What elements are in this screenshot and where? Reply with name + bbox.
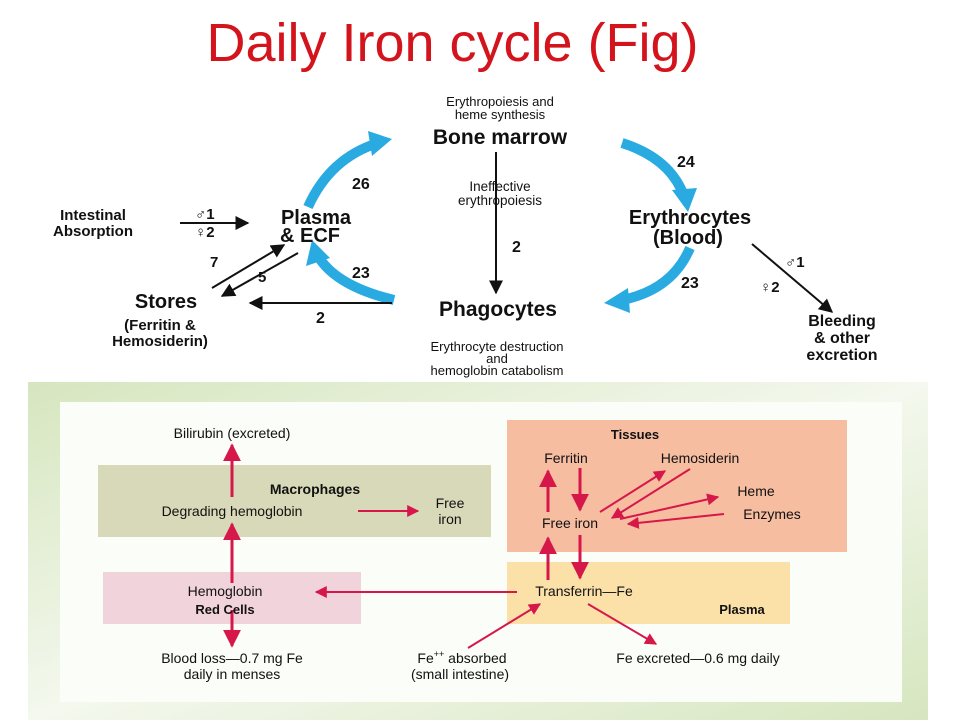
page-title: Daily Iron cycle (Fig): [206, 13, 699, 73]
excretion-label: excretion: [806, 347, 877, 364]
fe-absorbed-prefix: Fe: [417, 650, 434, 666]
arrow-enzymes-to-iron: [626, 513, 725, 529]
bleeding-female-value: ♀2: [760, 279, 780, 296]
destruction-note: Erythrocyte destruction: [431, 339, 564, 354]
fe-absorbed-word: absorbed: [444, 650, 506, 666]
bleeding-label: Bleeding: [808, 313, 876, 330]
tissues-box: [507, 420, 847, 552]
arrow-plasma-to-marrow: [303, 138, 380, 210]
tissue-free-iron-label: Free iron: [542, 515, 598, 531]
arrow-transferrin-to-excreted: [587, 603, 658, 645]
hemosiderin-label: Hemosiderin): [112, 333, 208, 350]
arrow-phagocytes-to-plasma: [313, 253, 396, 305]
absorption-label: Absorption: [53, 223, 133, 240]
red-cells-label: Red Cells: [195, 602, 254, 617]
small-intestine-label: (small intestine): [411, 666, 509, 682]
bone-marrow-label: Bone marrow: [433, 126, 568, 149]
arrow-head-plasma-to-marrow: [368, 131, 392, 156]
arrow-marrow-to-erythrocytes: [620, 138, 689, 198]
macrophage-iron-label: iron: [438, 511, 461, 527]
enzymes-label: Enzymes: [743, 506, 801, 522]
arrow-erythrocytes-to-bleeding: [751, 243, 834, 313]
arrow-plasma-to-stores: [220, 252, 299, 297]
catabolism-note: hemoglobin catabolism: [431, 363, 564, 378]
erythropoiesis-label: erythropoiesis: [458, 193, 542, 208]
flow-value-26: 26: [352, 176, 370, 193]
arrow-absorbed-to-transferrin: [467, 603, 542, 649]
bleeding-male-value: ♂1: [785, 254, 805, 271]
fe-absorbed-label: Fe++ absorbed: [417, 649, 506, 666]
arrow-head-marrow-to-erythrocytes: [672, 188, 697, 212]
arrow-head-erythrocytes-to-phagocytes: [604, 288, 630, 313]
flow-value-23-left: 23: [352, 265, 370, 282]
flow-value-5: 5: [258, 269, 266, 286]
flow-value-7: 7: [210, 254, 218, 271]
flow-value-24: 24: [677, 154, 695, 171]
ineffective-label: Ineffective: [469, 179, 530, 194]
flow-value-2-stores: 2: [316, 310, 325, 327]
macrophages-label: Macrophages: [270, 481, 360, 497]
flow-value-2-center: 2: [512, 239, 521, 256]
and-other-label: & other: [814, 330, 870, 347]
plasma-label: Plasma: [719, 602, 765, 617]
fe-absorbed-superscript: ++: [434, 649, 445, 659]
arrow-iron-to-hemosiderin: [599, 470, 667, 513]
arrow-stores-to-plasma: [211, 244, 286, 289]
plasma-box: [507, 562, 790, 624]
erythropoiesis-note: Erythropoiesis and: [446, 94, 554, 109]
erythrocytes-label: Erythrocytes: [629, 207, 751, 229]
macrophages-box: [98, 465, 491, 537]
tissues-label: Tissues: [611, 427, 659, 442]
heme-synthesis-note: heme synthesis: [455, 107, 546, 122]
arrow-head-phagocytes-to-plasma: [306, 240, 330, 266]
stores-label: Stores: [135, 291, 197, 313]
ferritin-label: Ferritin: [544, 450, 588, 466]
absorption-male-value: ♂1: [195, 206, 215, 223]
bilirubin-label: Bilirubin (excreted): [174, 425, 291, 441]
arrow-hemosiderin-to-iron: [610, 468, 691, 519]
degrading-hemoglobin-label: Degrading hemoglobin: [162, 503, 303, 519]
ferritin-label: (Ferritin &: [124, 317, 196, 334]
absorption-female-value: ♀2: [195, 224, 215, 241]
intestinal-label: Intestinal: [60, 207, 126, 224]
hemosiderin-label: Hemosiderin: [661, 450, 740, 466]
bottom-iron-flow-diagram: Bilirubin (excreted) Macrophages Degradi…: [28, 382, 928, 720]
heme-label: Heme: [737, 483, 775, 499]
macrophage-free-label: Free: [436, 495, 465, 511]
plasma-label: Plasma: [281, 207, 352, 229]
ecf-label: & ECF: [280, 225, 340, 247]
flow-value-23-right: 23: [681, 275, 699, 292]
transferrin-label: Transferrin—Fe: [535, 583, 633, 599]
blood-label: (Blood): [653, 227, 723, 249]
arrow-erythrocytes-to-phagocytes: [620, 245, 695, 305]
and-note: and: [486, 351, 508, 366]
blood-loss-label: Blood loss—0.7 mg Fe: [161, 650, 303, 666]
arrow-iron-to-heme: [619, 493, 720, 520]
top-cycle-diagram: Erythropoiesis and heme synthesis Bone m…: [53, 94, 878, 378]
phagocytes-label: Phagocytes: [439, 298, 557, 321]
menses-label: daily in menses: [184, 666, 281, 682]
fe-excreted-label: Fe excreted—0.6 mg daily: [616, 650, 779, 666]
hemoglobin-label: Hemoglobin: [188, 583, 263, 599]
